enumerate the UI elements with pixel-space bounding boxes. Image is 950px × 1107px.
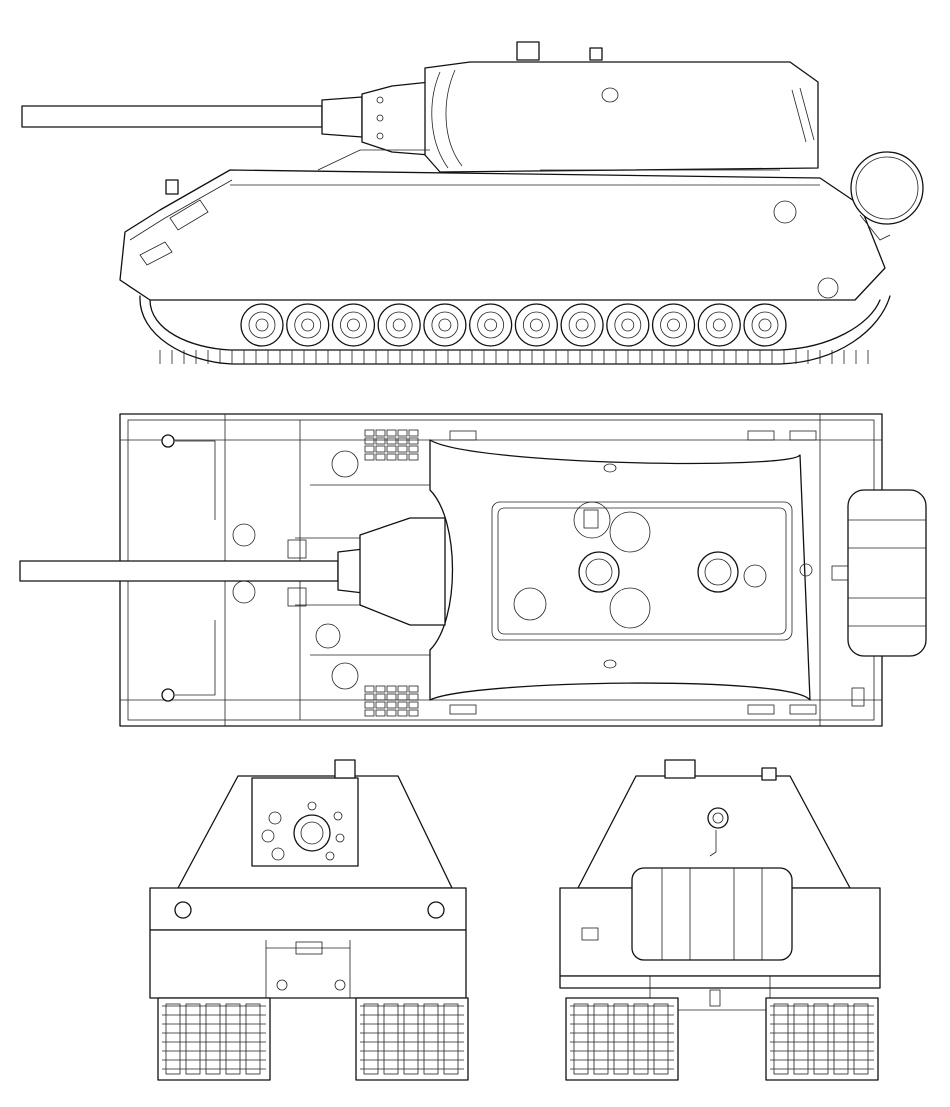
side-road-wheels	[240, 303, 787, 347]
road-wheel	[743, 303, 787, 347]
top-engine-grilles	[364, 429, 817, 717]
road-wheel	[514, 303, 559, 347]
grille-slot	[408, 453, 419, 461]
track-block	[157, 997, 271, 1081]
grille-slot	[364, 445, 375, 453]
grille-slot	[364, 685, 375, 693]
front-view	[149, 759, 469, 1081]
grille-slot	[408, 709, 419, 717]
track-block	[765, 997, 879, 1081]
side-view	[21, 41, 924, 365]
grille-slot	[449, 704, 477, 715]
grille-slot	[397, 709, 408, 717]
top-view	[19, 413, 927, 727]
side-rear-drum	[850, 151, 924, 241]
front-turret	[177, 759, 453, 889]
grille-slot	[364, 453, 375, 461]
track-block	[355, 997, 469, 1081]
rear-turret	[577, 759, 851, 889]
grille-slot	[386, 693, 397, 701]
grille-slot	[408, 685, 419, 693]
grille-slot	[386, 445, 397, 453]
road-wheel	[331, 303, 376, 347]
grille-slot	[386, 453, 397, 461]
top-gun-barrel	[19, 517, 446, 626]
grille-slot	[364, 693, 375, 701]
grille-slot	[386, 701, 397, 709]
rear-view	[559, 759, 881, 1081]
front-hull	[149, 887, 467, 999]
side-hull	[119, 149, 886, 301]
grille-slot	[408, 693, 419, 701]
road-wheel	[651, 303, 696, 347]
grille-slot	[386, 709, 397, 717]
grille-slot	[386, 437, 397, 445]
grille-slot	[408, 429, 419, 437]
grille-slot	[375, 453, 386, 461]
grille-slot	[364, 429, 375, 437]
grille-slot	[408, 437, 419, 445]
grille-slot	[449, 430, 477, 441]
grille-slot	[397, 693, 408, 701]
grille-slot	[789, 704, 817, 715]
grille-slot	[375, 701, 386, 709]
road-wheel	[606, 303, 650, 347]
top-turret	[429, 439, 811, 701]
grille-slot	[375, 445, 386, 453]
grille-slot	[408, 701, 419, 709]
grille-slot	[397, 445, 408, 453]
grille-slot	[375, 429, 386, 437]
rear-tracks	[565, 997, 879, 1081]
grille-slot	[386, 429, 397, 437]
grille-slot	[375, 693, 386, 701]
front-tracks	[157, 997, 469, 1081]
road-wheel	[560, 303, 604, 347]
grille-slot	[364, 701, 375, 709]
side-turret	[424, 41, 819, 173]
grille-slot	[747, 704, 775, 715]
grille-slot	[397, 685, 408, 693]
track-block	[565, 997, 679, 1081]
grille-slot	[789, 430, 817, 441]
grille-slot	[397, 453, 408, 461]
grille-slot	[397, 437, 408, 445]
grille-slot	[364, 437, 375, 445]
road-wheel	[240, 303, 284, 347]
grille-slot	[364, 709, 375, 717]
grille-slot	[408, 445, 419, 453]
grille-slot	[397, 429, 408, 437]
side-gun-barrel	[21, 81, 431, 156]
grille-slot	[386, 685, 397, 693]
road-wheel	[286, 303, 330, 347]
road-wheel	[423, 303, 467, 347]
grille-slot	[397, 701, 408, 709]
road-wheel	[468, 303, 513, 347]
grille-slot	[375, 437, 386, 445]
road-wheel	[697, 303, 741, 347]
grille-slot	[375, 709, 386, 717]
top-rear-drum	[799, 489, 927, 707]
top-deck-details	[161, 434, 430, 702]
rear-fuel-drum	[631, 867, 793, 961]
grille-slot	[375, 685, 386, 693]
grille-slot	[747, 430, 775, 441]
side-track	[139, 295, 891, 365]
road-wheel	[377, 303, 421, 347]
